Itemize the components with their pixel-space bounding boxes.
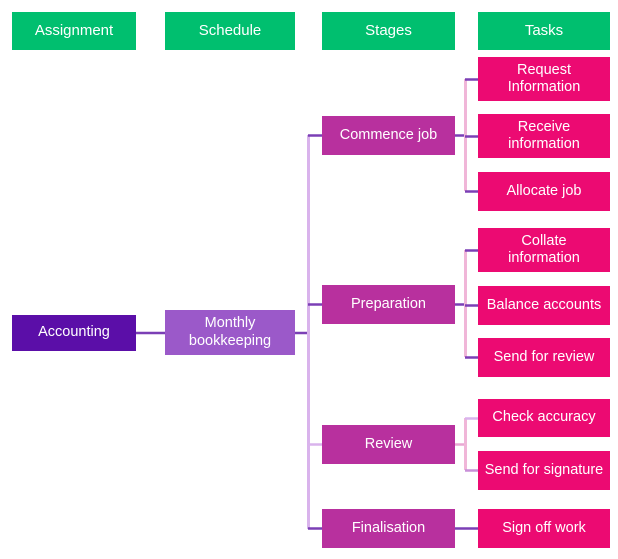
stage-node-review-label: Review	[364, 435, 413, 452]
stage-node-finalisation[interactable]: Finalisation	[322, 509, 455, 548]
task-label-line1: Receive	[517, 118, 571, 135]
task-node-sign-off-work-label: Sign off work	[502, 519, 586, 536]
task-node-request-information[interactable]: Request Information	[478, 57, 610, 101]
column-header-assignment: Assignment	[12, 12, 136, 50]
schedule-node-label-line1: Monthly	[204, 315, 256, 332]
task-node-collate-information[interactable]: Collate information	[478, 228, 610, 272]
task-node-receive-information-label: Receive information	[508, 119, 580, 153]
assignment-node-label: Accounting	[38, 324, 110, 341]
task-node-sign-off-work[interactable]: Sign off work	[478, 509, 610, 548]
schedule-node-label: Monthly bookkeeping	[189, 315, 271, 349]
task-label-line1: Collate	[521, 232, 567, 249]
task-node-allocate-job[interactable]: Allocate job	[478, 172, 610, 211]
task-node-allocate-job-label: Allocate job	[506, 182, 582, 199]
column-header-tasks: Tasks	[478, 12, 610, 50]
column-header-assignment-label: Assignment	[34, 22, 114, 40]
task-node-check-accuracy-label: Check accuracy	[492, 409, 596, 426]
task-node-send-for-review[interactable]: Send for review	[478, 338, 610, 377]
stage-node-preparation-label: Preparation	[351, 295, 426, 312]
task-node-send-for-signature[interactable]: Send for signature	[478, 451, 610, 490]
task-node-collate-information-label: Collate information	[508, 233, 580, 267]
stage-node-preparation[interactable]: Preparation	[322, 285, 455, 324]
task-node-balance-accounts[interactable]: Balance accounts	[478, 286, 610, 325]
column-header-stages: Stages	[322, 12, 455, 50]
assignment-node-accounting[interactable]: Accounting	[12, 315, 136, 351]
task-label-line2: information	[508, 136, 580, 152]
task-label-line1: Request	[516, 61, 571, 78]
task-node-request-information-label: Request Information	[508, 62, 581, 96]
task-label-line2: Information	[507, 79, 581, 95]
schedule-node-monthly-bookkeeping[interactable]: Monthly bookkeeping	[165, 310, 295, 355]
column-header-tasks-label: Tasks	[524, 22, 564, 40]
stage-node-review[interactable]: Review	[322, 425, 455, 464]
task-node-send-for-signature-label: Send for signature	[484, 461, 604, 478]
stage-node-commence-job[interactable]: Commence job	[322, 116, 455, 155]
task-node-balance-accounts-label: Balance accounts	[486, 296, 602, 313]
task-node-receive-information[interactable]: Receive information	[478, 114, 610, 158]
schedule-node-label-line2: bookkeeping	[188, 332, 272, 349]
task-label-line2: information	[508, 250, 580, 266]
task-node-check-accuracy[interactable]: Check accuracy	[478, 399, 610, 437]
column-header-schedule: Schedule	[165, 12, 295, 50]
stage-node-commence-job-label: Commence job	[339, 126, 438, 143]
column-header-stages-label: Stages	[365, 22, 412, 40]
task-node-send-for-review-label: Send for review	[493, 348, 595, 365]
column-header-schedule-label: Schedule	[198, 22, 262, 40]
stage-node-finalisation-label: Finalisation	[351, 519, 426, 536]
